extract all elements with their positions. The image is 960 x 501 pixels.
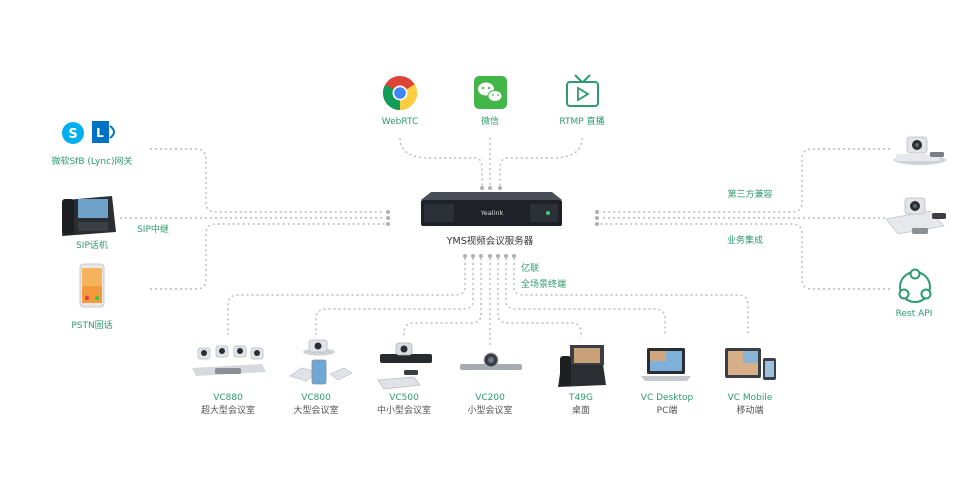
- tablet-phone-icon: [725, 348, 776, 380]
- chrome-icon: [383, 76, 417, 110]
- left-label-pstn: PSTN固话: [71, 319, 112, 331]
- vc200-model: VC200: [475, 393, 505, 403]
- conference-camera-icon: [894, 136, 946, 165]
- vc500-model: VC500: [389, 393, 419, 403]
- left-label-sip-phone: SIP话机: [76, 239, 108, 251]
- bottom-node-vc-mobile: VC Mobile 移动端: [725, 348, 776, 416]
- vc800-model: VC800: [301, 393, 331, 403]
- rest-api-icon: [898, 268, 932, 303]
- vc500-icon: [377, 342, 432, 390]
- vc-mobile-model: VC Mobile: [728, 393, 773, 403]
- vc800-icon: [289, 339, 353, 385]
- vc880-icon: [192, 345, 266, 376]
- t49g-phone-icon: [558, 345, 606, 387]
- svg-text:L: L: [96, 126, 104, 140]
- vc-desktop-desc: PC端: [657, 404, 678, 416]
- top-node-webrtc: WebRTC: [382, 76, 418, 127]
- server-label: YMS视频会议服务器: [446, 235, 534, 247]
- vc200-desc: 小型会议室: [467, 404, 512, 416]
- right-node-terminal: 第三方兼容 业务集成: [727, 188, 946, 246]
- bottom-node-vc500: VC500 中小型会议室: [377, 342, 432, 416]
- server-front-panel: [421, 200, 562, 226]
- connectors: [120, 137, 890, 345]
- yealink-label: 亿联: [521, 262, 539, 274]
- t49g-model: T49G: [568, 393, 593, 403]
- video-terminal-icon: [885, 197, 946, 235]
- all-scenario-terminal-label: 全场景终端: [521, 278, 566, 290]
- server-brand: Yealink: [480, 209, 504, 217]
- mobile-phone-icon: [79, 263, 105, 308]
- sip-trunk-label: SIP中继: [137, 223, 169, 235]
- server-top-face: [421, 192, 562, 200]
- port-dots: [386, 186, 599, 258]
- business-integration-label: 业务集成: [727, 234, 763, 246]
- t49g-desc: 桌面: [572, 404, 590, 416]
- bottom-node-t49g: T49G 桌面: [558, 345, 606, 416]
- tv-icon: [566, 74, 599, 107]
- bottom-node-vc800: VC800 大型会议室: [289, 339, 353, 416]
- right-node-rest-api: Rest API: [896, 268, 933, 319]
- desk-phone-icon: [62, 196, 116, 236]
- top-label-webrtc: WebRTC: [382, 117, 418, 127]
- vc-desktop-model: VC Desktop: [641, 393, 694, 403]
- left-node-sfb: S L 微软SfB (Lync)网关: [51, 121, 133, 167]
- left-label-sfb: 微软SfB (Lync)网关: [51, 155, 132, 167]
- left-node-sip-phone: SIP话机 SIP中继: [62, 196, 169, 251]
- skype-lync-icon: S L: [62, 121, 115, 144]
- server-led: [546, 211, 550, 215]
- vc880-model: VC880: [213, 393, 243, 403]
- top-node-rtmp: RTMP 直播: [559, 74, 605, 127]
- top-label-wechat: 微信: [481, 115, 499, 127]
- third-party-label: 第三方兼容: [727, 188, 772, 200]
- yms-server: Yealink YMS视频会议服务器: [421, 192, 562, 247]
- bottom-node-vc200: VC200 小型会议室: [460, 352, 522, 416]
- vc500-desc: 中小型会议室: [377, 404, 431, 416]
- vc880-desc: 超大型会议室: [201, 404, 255, 416]
- vc800-desc: 大型会议室: [293, 404, 338, 416]
- svg-text:S: S: [68, 127, 77, 142]
- right-label-rest-api: Rest API: [896, 309, 933, 319]
- top-node-wechat: 微信: [474, 76, 507, 127]
- laptop-icon: [641, 348, 691, 381]
- vc-mobile-desc: 移动端: [736, 404, 763, 416]
- wechat-icon: [474, 76, 507, 109]
- bottom-node-vc880: VC880 超大型会议室: [192, 345, 266, 416]
- vc200-icon: [460, 352, 522, 370]
- bottom-node-vc-desktop: VC Desktop PC端: [641, 348, 694, 416]
- right-node-camera: [894, 136, 946, 165]
- left-node-pstn: PSTN固话: [71, 263, 113, 331]
- top-label-rtmp: RTMP 直播: [559, 115, 604, 127]
